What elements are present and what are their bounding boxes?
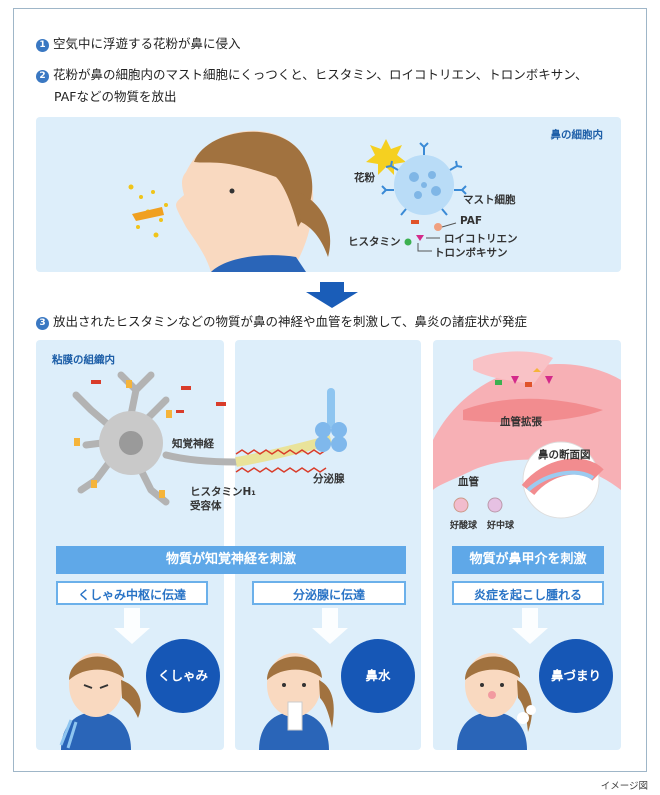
vasodilation-label: 血管拡張	[500, 416, 542, 428]
eosinophil-icon	[453, 497, 469, 513]
step-1-number: 1	[36, 39, 49, 52]
sensory-stimulus-bar: 物質が知覚神経を刺激	[56, 546, 406, 574]
dilated-vessel	[463, 398, 603, 423]
leukotriene-marker	[416, 235, 424, 241]
step-2-number: 2	[36, 70, 49, 83]
symptom-faces	[59, 653, 536, 750]
histamine-label: ヒスタミン	[348, 236, 401, 248]
woman-profile	[176, 130, 331, 272]
step-2-text-line2: PAFなどの物質を放出	[54, 89, 177, 104]
result-arrows	[114, 608, 548, 644]
cross-section-label: 鼻の断面図	[538, 449, 591, 461]
nasal-cell-illustration	[128, 130, 467, 272]
step-2-text-line1: 花粉が鼻の細胞内のマスト細胞にくっつくと、ヒスタミン、ロイコトリエン、トロンボキ…	[53, 67, 588, 82]
blocked-nose-woman	[457, 653, 536, 750]
sneezing-woman	[59, 653, 141, 750]
neuron-nucleus	[119, 431, 143, 455]
paf-label: PAF	[460, 215, 483, 227]
mucosa-title: 粘膜の組織内	[52, 354, 115, 366]
secretory-gland-icon	[315, 388, 347, 452]
receptor-label-line2: 受容体	[190, 500, 222, 512]
down-arrow-icon	[512, 608, 548, 644]
step-3: 3 放出されたヒスタミンなどの物質が鼻の神経や血管を刺激して、鼻炎の諸症状が発症	[36, 311, 527, 333]
nerve-illustration	[72, 371, 347, 506]
paf-dot	[434, 223, 442, 231]
sneeze-center-box: くしゃみ中枢に伝達	[56, 581, 208, 605]
nasal-concha-illustration	[433, 351, 621, 519]
neutrophil-icon	[487, 497, 503, 513]
pollen-icon	[366, 139, 406, 175]
inhale-arrow	[132, 207, 164, 221]
step-2: 2 花粉が鼻の細胞内のマスト細胞にくっつくと、ヒスタミン、ロイコトリエン、トロンボ…	[36, 64, 588, 86]
blood-vessel-label: 血管	[458, 476, 479, 488]
step-2-line2: PAFなどの物質を放出	[54, 86, 176, 108]
neutrophil-label: 好中球	[487, 521, 515, 531]
inflammation-box: 炎症を起こし腫れる	[452, 581, 604, 605]
step-1-text: 空気中に浮遊する花粉が鼻に侵入	[53, 36, 241, 51]
runny-nose-woman	[259, 653, 334, 750]
thromboxane-label: トロンボキサン	[434, 247, 508, 259]
nasal-cell-title: 鼻の細胞内	[550, 129, 604, 141]
sensory-nerve-label: 知覚神経	[172, 438, 214, 450]
figure-caption: イメージ図	[600, 781, 648, 792]
substance-markers	[495, 368, 553, 387]
receptor-label-line1: ヒスタミンH₁	[190, 486, 256, 498]
mast-cell-label: マスト細胞	[463, 194, 516, 206]
leukotriene-label: ロイコトリエン	[444, 233, 518, 245]
down-arrow-icon	[114, 608, 150, 644]
pollen-particles	[128, 184, 168, 238]
paf-marker	[411, 220, 419, 224]
step-3-number: 3	[36, 317, 49, 330]
gland-label: 分泌腺	[313, 473, 345, 485]
down-arrow-icon	[312, 608, 348, 644]
histamine-dot	[404, 238, 412, 246]
blocked-nose-circle: 鼻づまり	[539, 639, 613, 713]
gland-transmit-box: 分泌腺に伝達	[252, 581, 406, 605]
runny-nose-circle: 鼻水	[341, 639, 415, 713]
step-1: 1 空気中に浮遊する花粉が鼻に侵入	[36, 33, 241, 55]
step-3-text: 放出されたヒスタミンなどの物質が鼻の神経や血管を刺激して、鼻炎の諸症状が発症	[53, 314, 528, 329]
mast-cell-icon	[381, 142, 467, 216]
concha-stimulus-bar: 物質が鼻甲介を刺激	[452, 546, 604, 574]
tissue-icon	[287, 701, 303, 731]
sneeze-circle: くしゃみ	[146, 639, 220, 713]
down-arrow-icon	[306, 282, 358, 308]
eosinophil-label: 好酸球	[450, 521, 478, 531]
nasal-cell-panel: 鼻の細胞内 花粉 マスト細胞 PAF ヒスタミン ロイコトリエン トロンボキサン	[36, 117, 621, 272]
pollen-label: 花粉	[354, 172, 375, 184]
